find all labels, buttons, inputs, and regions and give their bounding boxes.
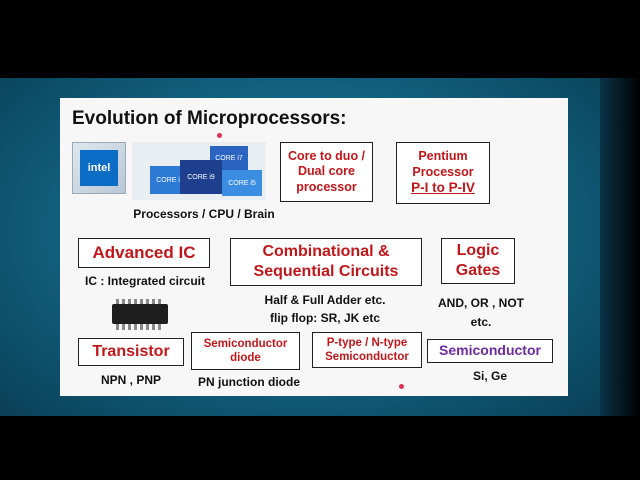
chip-label: CORE i3 (156, 176, 184, 184)
logic-line-1: Logic (456, 242, 500, 259)
chip-pins-top (116, 299, 164, 304)
transistor-label: Transistor (92, 343, 170, 360)
semiconductor-caption: Si, Ge (472, 369, 507, 383)
adder-caption: Half & Full Adder etc. (264, 293, 386, 307)
logic-gates-box: Logic Gates (441, 238, 515, 284)
transistor-box: Transistor (78, 338, 184, 366)
slide-title: Evolution of Microprocessors: (72, 108, 347, 129)
intel-logo-inner: intel (80, 150, 118, 186)
ic-caption: IC : Integrated circuit (84, 274, 206, 288)
slide: Evolution of Microprocessors: intel CORE… (60, 98, 568, 396)
combinational-box: Combinational & Sequential Circuits (230, 238, 422, 286)
diode-line-2: diode (230, 352, 261, 364)
semiconductor-box: Semiconductor (427, 339, 553, 363)
semiconductor-label: Semiconductor (439, 342, 541, 359)
core-line-2: Dual core (298, 164, 355, 179)
diode-caption: PN junction diode (198, 375, 300, 389)
advanced-ic-box: Advanced IC (78, 238, 210, 268)
chip-label: CORE i9 (187, 173, 215, 181)
transistor-caption: NPN , PNP (100, 373, 161, 387)
combinational-line-1: Combinational & (262, 243, 390, 260)
processors-caption: Processors / CPU / Brain (133, 207, 275, 221)
ic-chip-image (110, 293, 170, 335)
flipflop-caption: flip flop: SR, JK etc (269, 311, 380, 325)
pentium-box: Pentium Processor P-I to P-IV (396, 142, 490, 204)
pn-type-box: P-type / N-type Semiconductor (312, 332, 422, 368)
chip-label: CORE i5 (228, 179, 256, 187)
core-line-1: Core to duo / (287, 148, 366, 163)
background-edge (600, 78, 640, 416)
pn-line-1: P-type / N-type (326, 336, 408, 349)
core-to-duo-box: Core to duo / Dual core processor (280, 142, 373, 202)
processor-boxes-image: CORE i7 CORE i3 CORE i9 CORE i5 (132, 142, 266, 200)
pentium-range: P-I to P-IV (411, 180, 475, 196)
pointer-dot (217, 133, 222, 138)
chip-label: CORE i7 (215, 154, 243, 162)
chip-pins-bottom (116, 324, 164, 330)
advanced-ic-label: Advanced IC (92, 243, 196, 263)
pointer-dot (399, 384, 404, 389)
pn-line-2: Semiconductor (325, 351, 409, 363)
pentium-line-2: Processor (412, 164, 474, 179)
intel-logo-text: intel (87, 162, 111, 174)
intel-logo-image: intel (72, 142, 126, 194)
gates-caption: AND, OR , NOT (438, 296, 524, 310)
gates-caption-2: etc. (470, 315, 492, 329)
pentium-line-1: Pentium (418, 148, 468, 163)
core-line-3: processor (296, 179, 357, 194)
chip-box-i9: CORE i9 (180, 160, 222, 194)
combinational-line-2: Sequential Circuits (253, 263, 399, 280)
chip-body (112, 304, 168, 324)
chip-box-i5: CORE i5 (222, 170, 262, 196)
diode-line-1: Semiconductor (203, 337, 288, 350)
logic-line-2: Gates (455, 262, 501, 279)
semiconductor-diode-box: Semiconductor diode (191, 332, 300, 370)
